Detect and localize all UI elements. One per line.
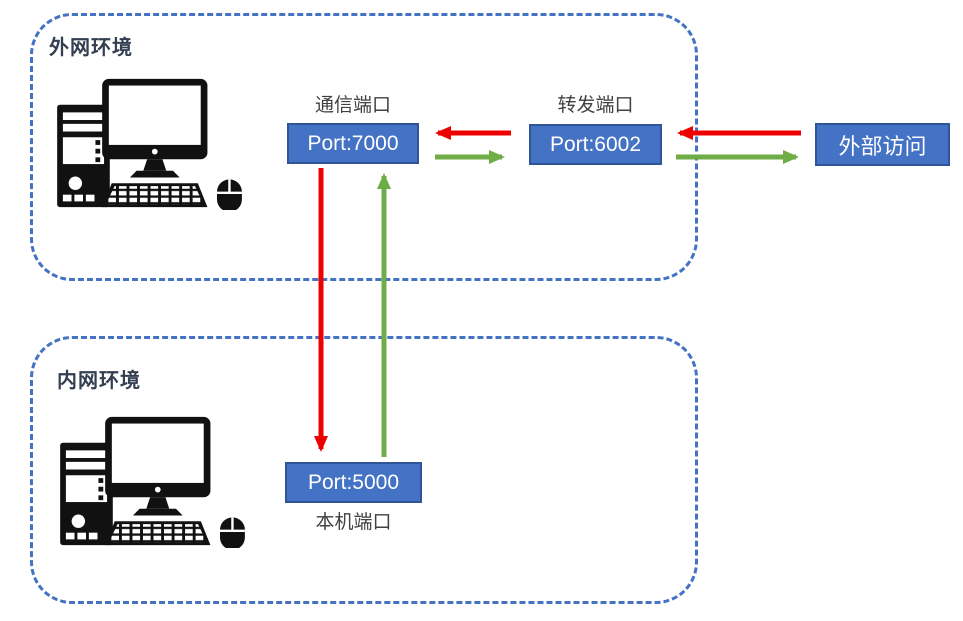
caption-communication-port: 通信端口 (314, 95, 391, 116)
zone-internal-network: 内网环境 (30, 336, 698, 604)
node-port-5000: Port:5000 (285, 462, 422, 503)
desktop-computer-icon (53, 76, 247, 210)
desktop-computer-icon (56, 414, 250, 548)
node-external-access: 外部访问 (815, 123, 950, 166)
node-port-7000: Port:7000 (287, 123, 419, 164)
zone-external-label: 外网环境 (49, 37, 133, 59)
node-port-6002: Port:6002 (529, 124, 662, 165)
caption-local-port: 本机端口 (315, 512, 392, 533)
zone-internal-label: 内网环境 (57, 370, 141, 392)
zone-external-network: 外网环境 (30, 13, 698, 281)
caption-forward-port: 转发端口 (557, 95, 634, 116)
